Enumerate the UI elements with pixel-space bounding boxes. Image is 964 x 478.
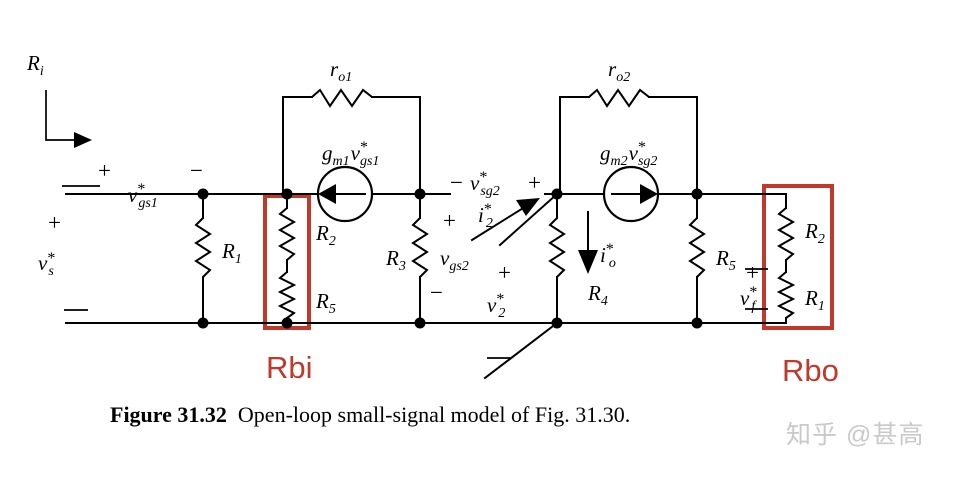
label-ri: Ri xyxy=(26,51,44,79)
label-vsg2: v*sg2 xyxy=(470,169,500,199)
label-vsg2-minus: − xyxy=(450,170,463,195)
label-r5-left: R5 xyxy=(315,289,336,317)
label-vgs1-plus: + xyxy=(98,158,111,183)
ro1-resistor-body xyxy=(311,88,373,108)
r3-resistor-body xyxy=(411,217,429,278)
node-rbi-bottom xyxy=(281,317,293,329)
label-r1-left: R1 xyxy=(221,239,242,267)
ri-pointer-line xyxy=(45,90,80,141)
figure-caption: Figure 31.32 Open-loop small-signal mode… xyxy=(110,402,630,428)
label-r1-right: R1 xyxy=(804,286,825,314)
label-r4: R4 xyxy=(587,281,608,309)
label-rbi: Rbi xyxy=(266,350,313,385)
label-vf: v*f xyxy=(740,284,757,314)
label-vgs2-minus: − xyxy=(430,280,443,305)
i2-arrow-head xyxy=(516,198,540,216)
node-r1-top xyxy=(197,188,209,200)
label-r2-right: R2 xyxy=(804,219,825,247)
label-rbo: Rbo xyxy=(782,353,839,388)
label-vs: v*s xyxy=(38,250,55,279)
dependent-source-1-arrow-head xyxy=(318,184,336,204)
label-vs-plus: + xyxy=(48,210,61,235)
r2right-resistor-body xyxy=(776,207,796,261)
label-r2-left: R2 xyxy=(315,221,336,249)
io-arrow-head xyxy=(578,250,598,274)
vgs2-sense-lead xyxy=(498,192,559,247)
node-r5right-bottom xyxy=(691,317,703,329)
ri-pointer-arrow-head xyxy=(74,132,92,148)
label-vgs1-minus: − xyxy=(190,158,203,183)
dependent-source-2-arrow-head xyxy=(640,184,658,204)
node-rbi-top xyxy=(281,188,293,200)
watermark: 知乎 @甚高 xyxy=(786,421,925,449)
label-r5-right: R5 xyxy=(715,246,736,274)
v2-sense-lead xyxy=(483,321,559,380)
r2left-resistor-body xyxy=(277,207,297,261)
label-vgs2-plus: + xyxy=(443,208,456,233)
label-vsg2-plus: + xyxy=(528,170,541,195)
ro2-resistor-body xyxy=(588,88,650,108)
figure-caption-label: Figure 31.32 xyxy=(110,402,227,427)
r1right-resistor-body xyxy=(776,271,796,319)
r5right-resistor-body xyxy=(688,217,706,278)
figure-caption-text: Open-loop small-signal model of Fig. 31.… xyxy=(237,402,631,427)
label-ro1: ro1 xyxy=(330,57,352,85)
node-r3-bottom xyxy=(414,317,426,329)
label-dependent-source-2: gm2v*sg2 xyxy=(600,139,657,169)
label-ro2: ro2 xyxy=(608,57,630,85)
label-r3: R3 xyxy=(385,246,406,274)
label-io: i*o xyxy=(600,241,616,271)
label-v2-plus: + xyxy=(498,260,511,285)
label-v2: v*2 xyxy=(487,291,505,321)
label-vgs1: v*gs1 xyxy=(128,181,158,211)
label-vgs2: vgs2 xyxy=(440,246,469,274)
r1-resistor-body xyxy=(194,217,212,278)
r4-resistor-body xyxy=(548,217,566,278)
label-i2: i*2 xyxy=(478,201,493,231)
r5left-resistor-body xyxy=(277,271,297,319)
label-vf-plus: + xyxy=(746,260,759,285)
i2-arrow-shaft xyxy=(470,203,530,242)
node-r1-bottom xyxy=(197,317,209,329)
rbo-highlight-box xyxy=(762,184,834,330)
label-dependent-source-1: gm1v*gs1 xyxy=(322,139,379,169)
